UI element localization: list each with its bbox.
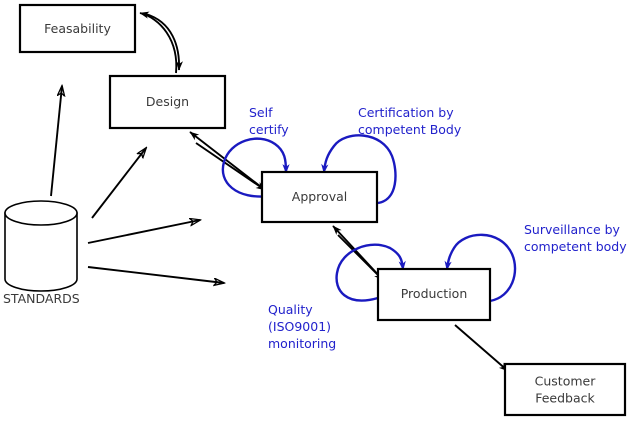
node-approval[interactable]: Approval bbox=[260, 170, 379, 224]
cylinder-body-icon bbox=[4, 212, 78, 292]
annotation-quality-line3: monitoring bbox=[268, 336, 336, 351]
loop-quality-iso9001-monitoring bbox=[335, 243, 406, 302]
edge-approval-to-production bbox=[337, 234, 384, 281]
annotation-surveillance-by-competent-body: Surveillance by competent body bbox=[524, 222, 627, 254]
edge-design-to-feasability bbox=[139, 11, 178, 74]
node-customer-feedback[interactable]: Customer Feedback bbox=[503, 362, 627, 417]
annotation-self-certify: Self certify bbox=[249, 105, 289, 137]
annotation-quality-line1: Quality bbox=[268, 302, 313, 317]
node-design-box[interactable] bbox=[108, 74, 227, 130]
edge-standards-to-design bbox=[91, 148, 146, 219]
edge-feasability-to-design bbox=[145, 13, 183, 71]
node-production[interactable]: Production bbox=[376, 267, 492, 322]
node-feasability-label: Feasability bbox=[44, 21, 111, 36]
annotation-surveillance-line1: Surveillance by bbox=[524, 222, 621, 237]
annotation-surveillance-line2: competent body bbox=[524, 239, 627, 254]
node-feasability[interactable]: Feasability bbox=[18, 3, 137, 54]
loop-certification-by-competent-body bbox=[321, 134, 397, 205]
datastore-standards-label: STANDARDS bbox=[3, 291, 80, 306]
node-customer-feedback-label-line2: Feedback bbox=[535, 391, 595, 406]
loop-self-certify bbox=[221, 137, 290, 198]
node-design-label: Design bbox=[146, 94, 189, 109]
annotation-certification-line2: competent Body bbox=[358, 122, 462, 137]
node-customer-feedback-label-line1: Customer bbox=[535, 374, 597, 389]
annotation-self-certify-line2: certify bbox=[249, 122, 289, 137]
loop-surveillance-by-competent-body bbox=[444, 233, 517, 303]
annotation-self-certify-line1: Self bbox=[249, 105, 273, 120]
annotation-quality-iso9001-monitoring: Quality (ISO9001) monitoring bbox=[268, 302, 336, 351]
node-production-box[interactable] bbox=[376, 267, 492, 322]
datastore-standards bbox=[4, 200, 78, 292]
annotation-certification-line1: Certification by bbox=[358, 105, 454, 120]
node-customer-feedback-box[interactable] bbox=[503, 362, 627, 417]
edge-design-to-approval bbox=[195, 142, 266, 191]
edge-production-to-customer-feedback bbox=[454, 324, 509, 372]
node-approval-box[interactable] bbox=[260, 170, 379, 224]
cylinder-top-icon bbox=[4, 200, 78, 226]
edge-standards-to-production bbox=[87, 266, 224, 283]
edge-approval-to-design bbox=[189, 131, 266, 191]
edge-standards-to-approval bbox=[87, 220, 200, 244]
node-approval-label: Approval bbox=[292, 189, 347, 204]
node-feasability-box[interactable] bbox=[18, 3, 137, 54]
edge-standards-to-feasability bbox=[50, 86, 62, 197]
annotation-quality-line2: (ISO9001) bbox=[268, 319, 331, 334]
annotation-certification-by-competent-body: Certification by competent Body bbox=[358, 105, 462, 137]
node-production-label: Production bbox=[401, 286, 468, 301]
node-design[interactable]: Design bbox=[108, 74, 227, 130]
